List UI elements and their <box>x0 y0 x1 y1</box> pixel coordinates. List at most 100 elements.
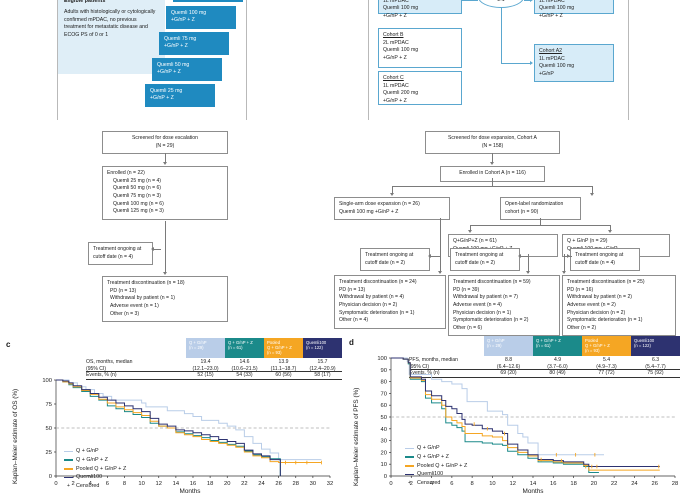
arrow-rand-a1 <box>530 0 533 2</box>
right-line-14 <box>564 254 565 273</box>
left-ongoing-box: Treatment ongoing at cutoff date (n = 4) <box>88 242 153 266</box>
right-arrow-5 <box>608 230 612 233</box>
right-line-9 <box>610 225 611 231</box>
right-disc-3-item: Symptomatic deterioration (n = 1) <box>567 317 643 324</box>
stats-cell: 15.7 (12.4–20.9) <box>309 359 336 372</box>
cohort-c-box: Cohort C 1L mPDAC Quemli 200 mg +G/nP + … <box>378 71 462 105</box>
svg-text:18: 18 <box>570 481 576 487</box>
panel-c-xlabel: Months <box>179 488 201 495</box>
svg-text:25: 25 <box>46 450 52 456</box>
left-disc-item: Other (n = 3) <box>110 310 140 317</box>
left-enrolled-item: Quemli 100 mg (n = 6) <box>113 200 164 207</box>
right-disc-2-item: Other (n = 6) <box>453 324 483 331</box>
svg-text:26: 26 <box>651 481 657 487</box>
right-disc-1-header: Treatment discontinuation (n = 24) <box>339 279 417 285</box>
stats-cell: 58 (17) <box>314 372 331 378</box>
legend-swatch-line-icon <box>64 476 73 479</box>
cohort-b-lines: 2L mPDAC Quemli 100 mg +G/nP + Z <box>383 39 419 61</box>
left-arrow-2 <box>163 272 167 275</box>
right-line-3 <box>392 186 592 187</box>
svg-text:4: 4 <box>430 481 434 487</box>
svg-text:32: 32 <box>327 481 333 487</box>
legend-label: Pooled Q + G/nP + Z <box>76 465 127 472</box>
right-arrow-11 <box>562 271 566 274</box>
right-disc-2-item: Adverse event (n = 4) <box>453 301 502 308</box>
svg-text:80: 80 <box>381 380 387 386</box>
legend-item: Quemli100 <box>64 473 126 482</box>
svg-text:40: 40 <box>381 427 387 433</box>
right-disc-2-item: PD (n = 39) <box>453 286 480 293</box>
right-disc-1-item: Symptomatic deterioration (n = 1) <box>339 309 415 316</box>
legend-label: Censored <box>417 480 441 486</box>
right-arrow-2 <box>390 193 394 196</box>
right-line-13 <box>520 256 528 257</box>
stats-col-header: Q + G/nP + Z (n = 61) <box>533 336 582 356</box>
stats-cell: 69 (20) <box>500 370 517 376</box>
stats-cell: 4.9 (3.7–6.0) <box>547 357 568 370</box>
left-line-3 <box>153 249 161 250</box>
svg-text:2: 2 <box>72 481 75 487</box>
legend-swatch-line-icon <box>405 465 414 467</box>
cohort-a2-box: Cohort A2 1L mPDAC Quemli 100 mg +G/nP <box>534 44 614 82</box>
legend-swatch-line-icon <box>64 459 73 461</box>
legend-swatch-line-icon <box>64 468 73 470</box>
dose-box-25: Quemli 25 mg +G/nP + Z <box>145 84 215 107</box>
right-disc-1-item: PD (n = 13) <box>339 286 366 293</box>
svg-text:28: 28 <box>293 481 299 487</box>
right-ongoing-3-box: Treatment ongoing at cutoff date (n = 4) <box>570 248 640 272</box>
legend-swatch-line-icon <box>405 473 414 476</box>
svg-text:18: 18 <box>207 481 213 487</box>
stats-cell: 77 (72) <box>598 370 615 376</box>
legend-swatch-line-icon <box>405 456 414 458</box>
svg-text:28: 28 <box>672 481 678 487</box>
right-arrow-6 <box>428 254 431 258</box>
right-arrow-8 <box>518 254 521 258</box>
right-line-4 <box>392 186 393 194</box>
stats-col-header: Pooled Q + G/nP + Z (n = 93) <box>264 338 303 358</box>
right-arrow-7 <box>438 271 442 274</box>
stats-cell: 5.4 (4.9–7.3) <box>596 357 617 370</box>
legend-label: Pooled Q + G/nP + Z <box>417 462 468 469</box>
left-arrow-3 <box>151 247 154 251</box>
left-screened-box: Screened for dose escalation (N = 29) <box>102 131 228 155</box>
right-disc-3-item: Adverse event (n = 2) <box>567 301 616 308</box>
censored-marker-icon: + <box>408 480 411 487</box>
legend-item: Q + G/nP <box>64 447 126 456</box>
svg-text:6: 6 <box>450 481 453 487</box>
cohort-a2-lines: 1L mPDAC Quemli 100 mg +G/nP <box>539 55 575 77</box>
right-single-arm-box: Single-arm dose expansion (n = 26) Queml… <box>334 197 450 221</box>
right-disc-2-item: Symptomatic deterioration (n = 2) <box>453 317 529 324</box>
right-line-1 <box>492 153 493 163</box>
left-enrolled-header: Enrolled (n = 22) <box>107 170 145 176</box>
svg-text:70: 70 <box>381 391 387 397</box>
svg-text:12: 12 <box>509 481 515 487</box>
stats-col-header: Q + G/nP + Z (n = 61) <box>225 338 264 358</box>
svg-text:8: 8 <box>471 481 474 487</box>
left-disc-header: Treatment discontinuation (n = 18) <box>107 280 185 286</box>
right-open-label-box: Open-label randomization cohort (n = 90) <box>500 197 581 221</box>
svg-text:10: 10 <box>138 481 144 487</box>
stats-row-label: Events, % (n) <box>86 372 117 378</box>
stats-cell: 80 (49) <box>549 370 566 376</box>
panel-d: d Kaplan–Meier estimate of PFS (%) Month… <box>343 336 685 500</box>
legend-label: Q + G/nP <box>76 448 99 454</box>
legend-item: Q + G/nP + Z <box>64 456 126 465</box>
legend-label: Q + G/nP + Z <box>76 456 108 463</box>
right-disc-3-item: PD (n = 16) <box>567 286 594 293</box>
panel-d-xlabel: Months <box>522 488 544 495</box>
right-disc-2-item: Physician decision (n = 1) <box>453 309 512 316</box>
right-screened-box: Screened for dose expansion, Cohort A (N… <box>425 131 560 155</box>
legend-swatch-line-icon <box>405 447 414 450</box>
svg-text:14: 14 <box>173 481 180 487</box>
eligibility-title: Eligible patients <box>64 0 106 4</box>
svg-text:14: 14 <box>530 481 537 487</box>
stats-row-label: PFS, months, median (95% CI) <box>409 357 458 370</box>
eligibility-box: Eligible patients Adults with histologic… <box>57 0 165 74</box>
right-disc-2-header: Treatment discontinuation (n = 59) <box>453 279 531 285</box>
right-line-5 <box>592 186 593 194</box>
stats-col-header: Quemli100 (n = 122) <box>631 336 680 356</box>
right-frame-line-b <box>628 0 629 120</box>
stats-cell: 13.9 (11.1–18.7) <box>270 359 297 372</box>
svg-text:90: 90 <box>381 368 387 374</box>
left-enrolled-item: Quemli 75 mg (n = 3) <box>113 192 161 199</box>
